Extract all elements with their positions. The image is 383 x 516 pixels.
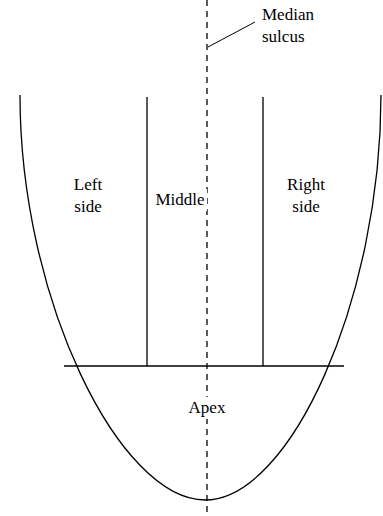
leader-line xyxy=(208,22,255,47)
region-label: Apex xyxy=(187,397,228,419)
region-label: Left side xyxy=(64,174,112,218)
region-label: Middle xyxy=(153,189,206,211)
division-line xyxy=(146,97,147,366)
tongue-outline xyxy=(20,95,381,500)
median-line xyxy=(206,0,207,516)
callout-label: Median sulcus xyxy=(260,4,336,48)
division-line xyxy=(262,97,263,366)
region-label: Right side xyxy=(280,174,332,218)
apex-line xyxy=(64,365,344,366)
